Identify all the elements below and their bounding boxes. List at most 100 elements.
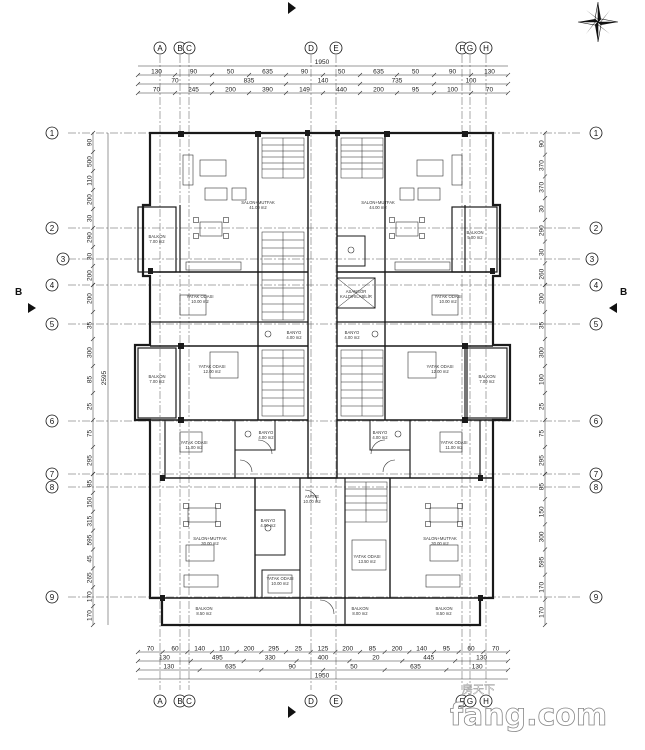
bottom-dim-row1-tick [234,649,239,655]
left-dim-low-tick [90,566,96,571]
axis-label-B: B [177,697,182,706]
room-area: 4.00 m2 [372,435,388,440]
room-name: BALKON [467,230,484,235]
left-dim-low-tick [90,547,96,552]
bottom-dim-row3-value: 635 [410,664,421,671]
left-total-value: 2595 [101,370,108,385]
right-dim-mid-tick [542,282,548,288]
right-dim-top-tick [542,174,548,179]
top-dim-row3-value: 149 [299,87,310,94]
bottom-dim-row1-value: 60 [467,646,475,653]
section-arrow-icon [28,303,36,313]
axis-bubble-G [463,41,477,55]
right-dim-top-value: 30 [539,248,546,256]
axis-bubble-5 [45,317,59,331]
axis-label-C: C [186,44,192,53]
axis-label-F: F [460,44,465,53]
axis-label-6: 6 [50,417,55,426]
top-dim-row1-value: 90 [301,69,309,76]
top-total-value: 1950 [315,59,330,66]
axis-bubble-2 [45,221,59,235]
left-dim-mid-tick [90,336,96,342]
axis-bubble-E [329,694,343,708]
bottom-dim-row1-value: 295 [268,646,279,653]
left-dim-mid-value: 200 [87,293,94,304]
section-mark-left: B [15,287,22,298]
left-dim-low-value: 85 [87,479,94,487]
top-dim-row3-tick [135,90,141,96]
room-name: ASANSÖR [346,289,366,294]
right-dim-mid-value: 25 [539,403,546,411]
axis-label-6: 6 [594,417,599,426]
bottom-dim-row1-tick [185,649,190,655]
room-name: SALON+MUTFAK [193,536,227,541]
top-dim-row1-tick [394,72,400,78]
left-dim-mid-tick [90,363,96,369]
right-dim-top-value: 260 [539,268,546,279]
axis-bubble-1 [45,126,59,140]
top-dim-row2-value: 140 [318,78,329,85]
right-dim-low-value: 170 [539,581,546,592]
axis-bubble-G [463,694,477,708]
axis-bubble-H [479,41,493,55]
staircase [261,137,388,523]
bottom-dim-row3-tick [259,667,264,673]
bottom-dim-row1-value: 125 [318,646,329,653]
right-dim-low-value: 85 [539,483,546,491]
axis-label-8: 8 [50,483,55,492]
axis-bubble-E [329,41,343,55]
left-dim-mid-value: 25 [87,403,94,411]
top-dim-row1-value: 90 [449,69,457,76]
left-dim-low-tick [90,585,96,590]
top-dim-row3-value: 100 [447,87,458,94]
top-dim-row3-value: 245 [188,87,199,94]
axis-label-2: 2 [594,224,599,233]
bottom-dim-row2-value: 445 [423,655,434,662]
left-dim-top-tick [90,187,96,193]
bottom-dim-row1-value: 95 [443,646,451,653]
building-walls [133,131,512,627]
axis-bubble-8 [589,480,603,494]
room-area: 4.00 m2 [260,523,276,528]
axis-label-3: 3 [590,255,595,264]
axis-bubble-4 [45,278,59,292]
top-dim-row1-tick [320,72,326,78]
axis-bubble-7 [589,467,603,481]
top-dim-row1-tick [431,72,437,78]
bottom-dim-row2-value: 495 [212,655,223,662]
room-name: BANYO [259,430,274,435]
furniture [179,154,463,615]
left-dim-top-tick [90,206,96,212]
room-name: BANYO [373,430,388,435]
room-name: YATAK ODASI [427,364,454,369]
bottom-dim-row3-tick [444,667,449,673]
right-dim-mid-value: 200 [539,293,546,304]
bottom-dim-row1-value: 25 [295,646,303,653]
bottom-dim-row1-value: 200 [342,646,353,653]
bottom-dim-row3-tick [505,667,511,673]
room-name: BALKON [352,606,369,611]
top-dim-row1-tick [468,72,474,78]
room-area: 5.00 m2 [467,235,483,240]
right-dim-low-tick [542,522,548,527]
room-area: 10.00 m2 [439,299,457,304]
axis-label-4: 4 [594,281,599,290]
bottom-dim-row2-tick [188,658,194,664]
top-dim-row2-value: 70 [171,78,179,85]
room-area: 8.50 m2 [196,611,212,616]
top-dim-row3-tick [394,90,400,96]
bottom-dim-row1-tick [160,649,165,655]
right-dim-top-tick [542,261,548,266]
room-area: 8.00 m2 [352,611,368,616]
left-dim-low-value: 595 [87,534,94,545]
axis-bubble-D [304,41,318,55]
right-dim-mid-tick [542,336,548,342]
right-dim-top-tick [542,239,548,244]
left-dim-low-tick [90,490,96,496]
top-dim-row2-tick [209,81,215,87]
right-dim-low-tick [542,471,548,477]
left-dim-low-tick [90,622,96,628]
top-dim-row1-tick [246,72,252,78]
top-dim-row3-value: 70 [486,87,494,94]
